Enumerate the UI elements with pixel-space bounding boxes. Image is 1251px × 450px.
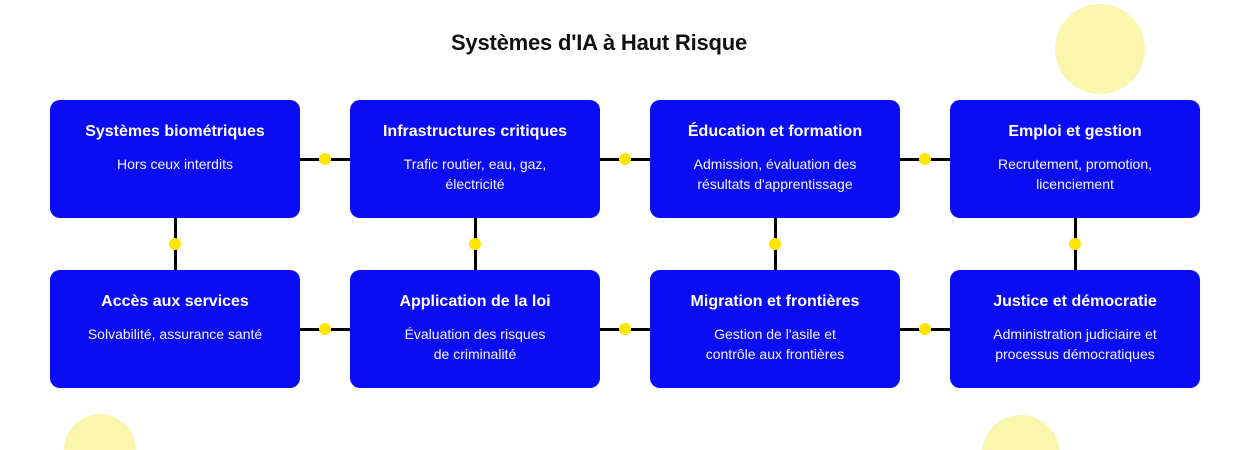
node-application-loi: Application de la loi Évaluation des ris… [350, 270, 600, 388]
node-acces-services: Accès aux services Solvabilité, assuranc… [50, 270, 300, 388]
node-title: Systèmes biométriques [85, 123, 265, 140]
node-title: Justice et démocratie [993, 293, 1157, 310]
connector-dot-icon [619, 153, 631, 165]
node-subtitle: Admission, évaluation des résultats d'ap… [693, 156, 857, 192]
decor-circle-top-right [1055, 4, 1145, 94]
node-systemes-biometriques: Systèmes biométriques Hors ceux interdit… [50, 100, 300, 218]
connector-dot-icon [769, 238, 781, 250]
node-title: Emploi et gestion [1008, 123, 1142, 140]
page-title: Systèmes d'IA à Haut Risque [450, 30, 748, 55]
node-infrastructures-critiques: Infrastructures critiques Trafic routier… [350, 100, 600, 218]
decor-circle-bottom-left [64, 414, 136, 450]
node-justice-democratie: Justice et démocratie Administration jud… [950, 270, 1200, 388]
node-title: Éducation et formation [687, 123, 863, 140]
connector-dot-icon [1069, 238, 1081, 250]
node-migration-frontieres: Migration et frontières Gestion de l'asi… [650, 270, 900, 388]
node-title: Infrastructures critiques [382, 123, 568, 140]
node-subtitle: Recrutement, promotion, licenciement [997, 156, 1153, 192]
connector-dot-icon [919, 153, 931, 165]
connector-dot-icon [919, 323, 931, 335]
connector-dot-icon [319, 323, 331, 335]
node-title: Accès aux services [101, 293, 249, 310]
node-subtitle: Administration judiciaire et processus d… [993, 326, 1157, 362]
node-title: Application de la loi [399, 293, 551, 310]
node-education-formation: Éducation et formation Admission, évalua… [650, 100, 900, 218]
node-subtitle: Gestion de l'asile et contrôle aux front… [705, 326, 845, 362]
connector-dot-icon [169, 238, 181, 250]
node-subtitle: Hors ceux interdits [117, 156, 233, 172]
node-emploi-gestion: Emploi et gestion Recrutement, promotion… [950, 100, 1200, 218]
node-subtitle: Solvabilité, assurance santé [87, 326, 263, 342]
connector-dot-icon [319, 153, 331, 165]
node-subtitle: Évaluation des risques de criminalité [404, 326, 546, 362]
decor-circle-bottom-right [982, 415, 1060, 450]
node-title: Migration et frontières [690, 293, 860, 310]
connector-dot-icon [619, 323, 631, 335]
node-subtitle: Trafic routier, eau, gaz, électricité [403, 156, 547, 192]
connector-dot-icon [469, 238, 481, 250]
